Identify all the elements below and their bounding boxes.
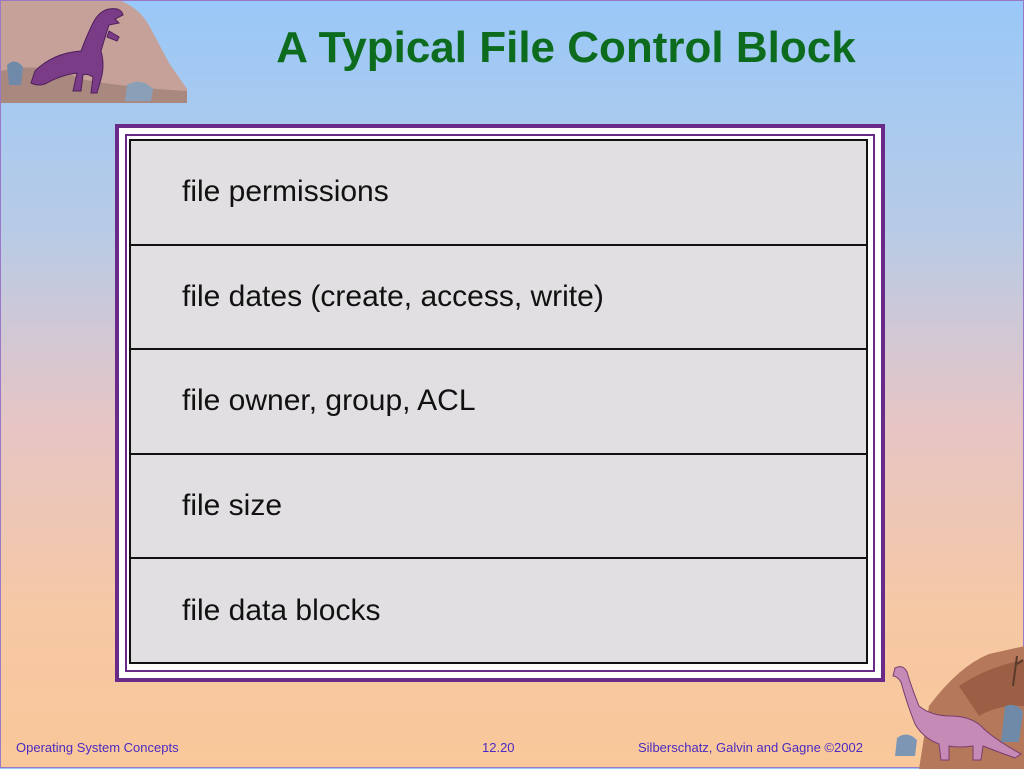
footer-book-title: Operating System Concepts — [16, 740, 179, 755]
file-control-block-table: file permissions file dates (create, acc… — [129, 139, 868, 664]
brontosaurus-clipart-icon — [892, 646, 1024, 769]
tyrannosaurus-clipart-icon — [1, 1, 187, 103]
fcb-row-size: file size — [131, 455, 866, 560]
fcb-row-data-blocks: file data blocks — [182, 593, 381, 627]
footer-copyright: Silberschatz, Galvin and Gagne ©2002 — [638, 740, 863, 755]
footer-slide-number: 12.20 — [482, 740, 515, 755]
fcb-row-owner: file owner, group, ACL — [131, 350, 866, 455]
fcb-row-permissions: file permissions — [131, 141, 866, 246]
fcb-row-dates: file dates (create, access, write) — [131, 246, 866, 351]
slide-title: A Typical File Control Block — [276, 23, 856, 72]
